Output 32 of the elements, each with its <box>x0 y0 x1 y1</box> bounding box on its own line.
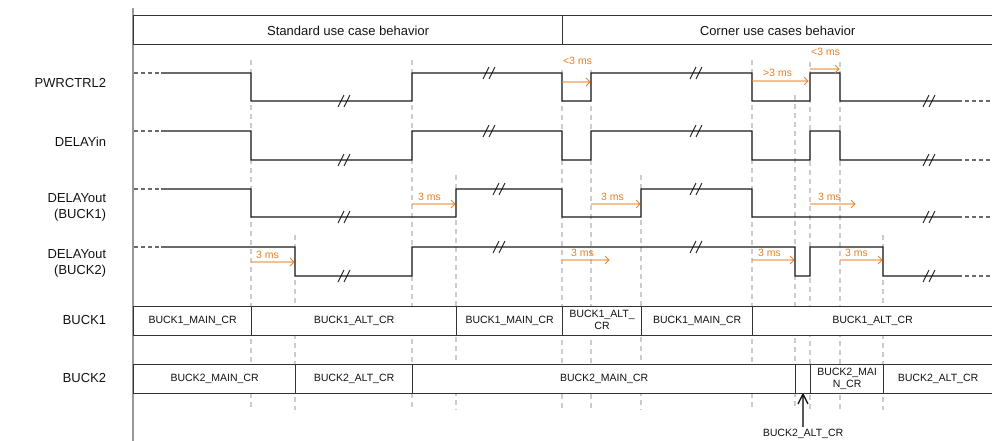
timing-label: >3 ms <box>763 68 792 78</box>
state-box: BUCK1_ALT_CR <box>752 306 992 336</box>
signal-name: DELAYout (BUCK2) <box>46 246 106 278</box>
state-box: BUCK2_ALT_CR <box>295 364 413 394</box>
callout-label: BUCK2_ALT_CR <box>748 427 858 439</box>
state-box: BUCK1_ALT_CR <box>562 306 642 336</box>
state-box: BUCK1_MAIN_CR <box>641 306 753 336</box>
timing-label: 3 ms <box>758 248 781 258</box>
state-box <box>795 364 811 394</box>
section-header: Corner use cases behavior <box>562 15 992 45</box>
timing-label: 3 ms <box>601 192 624 202</box>
state-box: BUCK1_ALT_CR <box>251 306 457 336</box>
signal-name: PWRCTRL2 <box>33 74 106 92</box>
signal-name: BUCK2 <box>62 370 106 386</box>
timing-label: <3 ms <box>811 47 840 58</box>
state-box: BUCK2_MAIN_CR <box>412 364 796 394</box>
timing-label: 3 ms <box>845 248 868 258</box>
leader-arrow <box>797 393 809 427</box>
state-box: BUCK2_MAIN_CR <box>810 364 884 394</box>
section-header: Standard use case behavior <box>133 15 563 45</box>
state-box: BUCK2_MAIN_CR <box>133 364 296 394</box>
state-box: BUCK2_ALT_CR <box>883 364 992 394</box>
state-box: BUCK1_MAIN_CR <box>456 306 563 336</box>
timing-label: 3 ms <box>256 250 279 260</box>
signal-name: BUCK1 <box>62 312 106 328</box>
timing-label: 3 ms <box>571 248 594 258</box>
timing-label: 3 ms <box>418 192 441 202</box>
timing-label: <3 ms <box>563 56 592 66</box>
state-box: BUCK1_MAIN_CR <box>133 306 252 336</box>
signal-name: DELAYout (BUCK1) <box>46 190 106 222</box>
timing-label: 3 ms <box>818 192 841 202</box>
signal-name: DELAYin <box>54 134 106 150</box>
